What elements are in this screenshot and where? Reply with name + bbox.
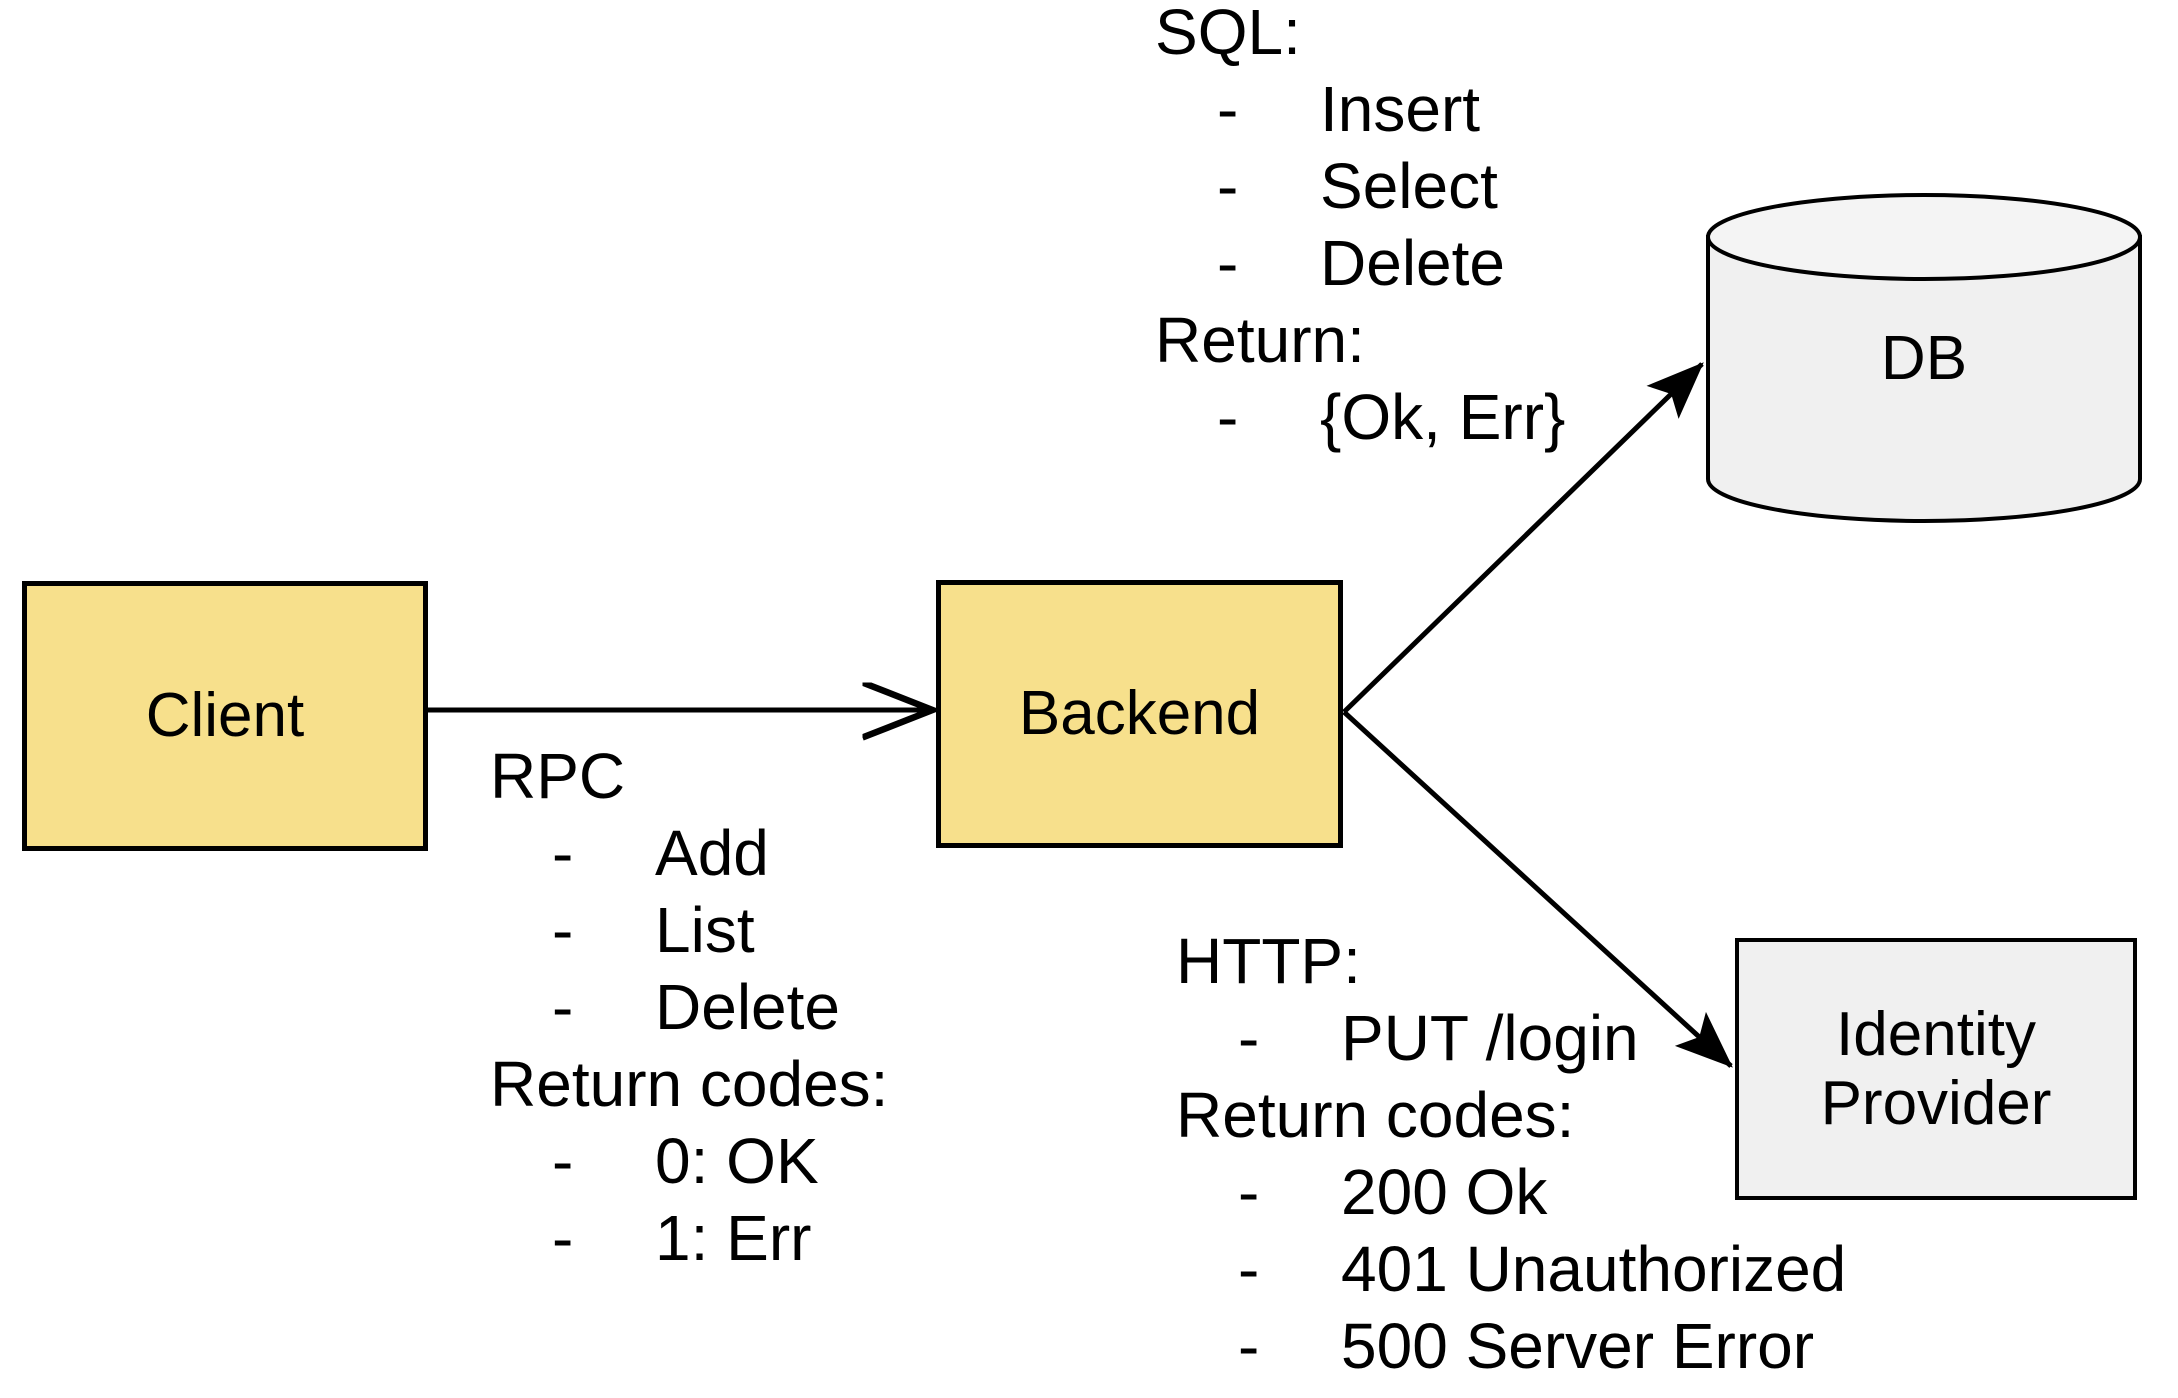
annotation-http-subitem: - 200 Ok xyxy=(1176,1154,1846,1231)
bullet-dash-icon: - xyxy=(1238,1156,1260,1228)
annotation-rpc-subitem: - 1: Err xyxy=(490,1200,888,1277)
annotation-http-subheading: Return codes: xyxy=(1176,1079,1575,1151)
db-cylinder-top xyxy=(1706,193,2142,281)
annotation-rpc-heading: RPC xyxy=(490,740,626,812)
bullet-dash-icon: - xyxy=(552,971,574,1043)
annotation-http-subitem: - 500 Server Error xyxy=(1176,1308,1846,1385)
edge-backend-to-db xyxy=(1342,362,1704,714)
node-client-label: Client xyxy=(145,681,305,751)
bullet-dash-icon: - xyxy=(552,1125,574,1197)
db-cylinder-body xyxy=(1706,235,2142,523)
bullet-dash-icon: - xyxy=(1238,1310,1260,1382)
annotation-sql-item: - Delete xyxy=(1155,225,1565,302)
edge-backend-to-identity-provider xyxy=(1342,710,1733,1068)
annotation-http-item: - PUT /login xyxy=(1176,1000,1846,1077)
annotation-http-subitem: - 401 Unauthorized xyxy=(1176,1231,1846,1308)
annotation-rpc-item: - Add xyxy=(490,815,888,892)
annotation-sql-subheading: Return: xyxy=(1155,304,1365,376)
annotation-rpc-item: - List xyxy=(490,892,888,969)
node-identity-provider[interactable]: Identity Provider xyxy=(1735,938,2137,1200)
node-client[interactable]: Client xyxy=(22,581,428,851)
bullet-dash-icon: - xyxy=(1238,1233,1260,1305)
annotation-rpc-subitem: - 0: OK xyxy=(490,1123,888,1200)
bullet-dash-icon: - xyxy=(1238,1002,1260,1074)
bullet-dash-icon: - xyxy=(1217,150,1239,222)
bullet-dash-icon: - xyxy=(1217,381,1239,453)
bullet-dash-icon: - xyxy=(552,1202,574,1274)
annotation-http: HTTP: - PUT /login Return codes: - 200 O… xyxy=(1176,923,1846,1385)
annotation-rpc-subheading: Return codes: xyxy=(490,1048,889,1120)
annotation-sql-item: - Select xyxy=(1155,148,1565,225)
bullet-dash-icon: - xyxy=(1217,227,1239,299)
bullet-dash-icon: - xyxy=(1217,73,1239,145)
bullet-dash-icon: - xyxy=(552,894,574,966)
bullet-dash-icon: - xyxy=(552,817,574,889)
annotation-sql-heading: SQL: xyxy=(1155,0,1301,68)
node-db[interactable] xyxy=(1706,193,2142,523)
annotation-rpc-item: - Delete xyxy=(490,969,888,1046)
annotation-rpc: RPC - Add - List - Delete Return codes: … xyxy=(490,738,888,1277)
node-identity-provider-label: Identity Provider xyxy=(1820,999,2052,1138)
annotation-sql: SQL: - Insert - Select - Delete Return: … xyxy=(1155,0,1565,456)
annotation-sql-item: - Insert xyxy=(1155,71,1565,148)
annotation-sql-subitem: - {Ok, Err} xyxy=(1155,379,1565,456)
node-backend[interactable]: Backend xyxy=(936,580,1343,848)
node-backend-label: Backend xyxy=(1018,679,1261,749)
annotation-http-heading: HTTP: xyxy=(1176,925,1361,997)
